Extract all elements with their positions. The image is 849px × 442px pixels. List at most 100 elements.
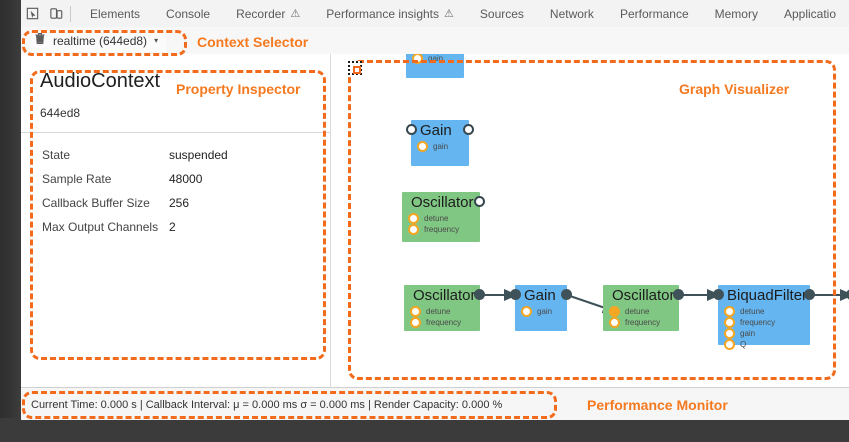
audio-node-output-port[interactable] <box>474 196 485 207</box>
audio-param-port-frequency[interactable] <box>408 224 419 235</box>
tab-application-label: Applicatio <box>783 6 837 21</box>
tab-recorder-label: Recorder <box>236 6 286 21</box>
property-value: 2 <box>169 220 176 234</box>
property-value: suspended <box>169 148 228 162</box>
audio-param-label: gain <box>428 54 444 63</box>
table-row: Max Output Channels 2 <box>42 216 228 238</box>
trash-icon[interactable] <box>34 32 46 50</box>
audio-node-input-port[interactable] <box>406 124 417 135</box>
tab-memory[interactable]: Memory <box>702 0 771 27</box>
inspect-element-icon[interactable] <box>21 1 45 27</box>
audio-param-port-frequency[interactable] <box>609 317 620 328</box>
tab-network[interactable]: Network <box>537 0 607 27</box>
audio-node-title: Oscillator <box>413 287 476 304</box>
property-value: 256 <box>169 196 190 210</box>
property-inspector: AudioContext 644ed8 State suspended Samp… <box>21 54 331 387</box>
tab-application[interactable]: Applicatio <box>771 0 849 27</box>
audio-param-port-detune[interactable] <box>724 306 735 317</box>
audio-param-label: Q <box>740 340 747 349</box>
tab-recorder-experiment-icon: ⚠ <box>290 8 301 20</box>
table-row: Callback Buffer Size 256 <box>42 192 228 214</box>
audio-param-port-detune[interactable] <box>410 306 421 317</box>
chevron-down-icon: ▾ <box>154 36 159 45</box>
audio-node-input-port[interactable] <box>510 289 521 300</box>
tab-performance-insights-experiment-icon: ⚠ <box>444 8 454 20</box>
property-key: Max Output Channels <box>42 220 159 234</box>
audio-node-title: Oscillator <box>612 287 675 304</box>
devtools-toolbar: Elements Console Recorder ⚠ Performance … <box>21 0 849 28</box>
device-toolbar-icon[interactable] <box>45 1 69 27</box>
audio-node-output-port[interactable] <box>463 124 474 135</box>
property-key: Sample Rate <box>42 172 112 186</box>
audio-node-gain-2[interactable]: Gain gain <box>406 120 474 166</box>
tab-recorder[interactable]: Recorder ⚠ <box>223 0 313 27</box>
panel-tabs: Elements Console Recorder ⚠ Performance … <box>77 0 849 27</box>
tab-sources-label: Sources <box>479 6 524 21</box>
property-inspector-divider <box>21 132 330 133</box>
tab-sources[interactable]: Sources <box>467 0 537 27</box>
audio-node-output-port[interactable] <box>561 289 572 300</box>
audio-node-input-port[interactable] <box>713 289 724 300</box>
audio-param-label: detune <box>426 307 451 316</box>
audio-param-label: gain <box>433 142 449 151</box>
tab-console-label: Console <box>166 6 211 21</box>
context-selector[interactable]: realtime (644ed8) ▾ <box>30 29 167 52</box>
audio-param-port-gain[interactable] <box>412 54 423 64</box>
tab-performance-insights-label: Performance insights <box>326 6 440 21</box>
audio-param-label: frequency <box>424 225 460 234</box>
audio-param-port-gain[interactable] <box>724 328 735 339</box>
tab-performance[interactable]: Performance <box>607 0 702 27</box>
audio-param-port-gain[interactable] <box>417 141 428 152</box>
devtools-window: Elements Console Recorder ⚠ Performance … <box>21 0 849 420</box>
audio-node-output-port[interactable] <box>673 289 684 300</box>
audio-param-label: gain <box>537 307 553 316</box>
audio-node-title: BiquadFilter <box>727 287 808 304</box>
audio-param-port-Q[interactable] <box>724 339 735 350</box>
webaudio-content: AudioContext 644ed8 State suspended Samp… <box>21 54 849 387</box>
audio-param-port-detune[interactable] <box>408 213 419 224</box>
audio-node-title: Oscillator <box>411 194 474 211</box>
property-inspector-title: AudioContext <box>40 70 161 92</box>
audio-param-label: detune <box>625 307 650 316</box>
context-selector-bar: realtime (644ed8) ▾ <box>21 27 849 55</box>
audio-param-label: frequency <box>426 318 462 327</box>
tab-performance-label: Performance <box>619 6 689 21</box>
tab-memory-label: Memory <box>714 6 758 21</box>
property-inspector-table: State suspended Sample Rate 48000 Callba… <box>40 142 230 240</box>
audio-node-output-port[interactable] <box>804 289 815 300</box>
audio-node-input-port[interactable] <box>846 289 849 300</box>
toolbar-divider <box>70 5 71 22</box>
audio-param-port-detune[interactable] <box>609 306 620 317</box>
audio-node-output-port[interactable] <box>474 289 485 300</box>
audio-node-title: Gain <box>524 287 556 304</box>
context-selector-value: realtime (644ed8) <box>53 33 148 48</box>
audio-node-osc-2[interactable]: Oscillator detune frequency <box>404 285 485 331</box>
tab-performance-insights[interactable]: Performance insights ⚠ <box>313 0 467 27</box>
audio-param-port-gain[interactable] <box>521 306 532 317</box>
tab-elements[interactable]: Elements <box>77 0 153 27</box>
resize-handle[interactable] <box>348 61 362 75</box>
performance-monitor: Current Time: 0.000 s | Callback Interva… <box>21 387 849 420</box>
context-selector-annotation: Context Selector <box>197 34 309 50</box>
audio-node-title: Gain <box>420 122 452 139</box>
audio-param-port-frequency[interactable] <box>724 317 735 328</box>
property-inspector-annotation: Property Inspector <box>176 81 301 97</box>
graph-visualizer-annotation: Graph Visualizer <box>679 81 790 97</box>
audio-node-osc-3[interactable]: Oscillator detune frequency <box>603 285 684 331</box>
audio-param-label: gain <box>740 329 756 338</box>
audio-param-label: frequency <box>625 318 661 327</box>
property-value: 48000 <box>169 172 203 186</box>
performance-monitor-text: Current Time: 0.000 s | Callback Interva… <box>31 398 503 411</box>
audio-param-port-frequency[interactable] <box>410 317 421 328</box>
property-key: Callback Buffer Size <box>42 196 150 210</box>
property-key: State <box>42 148 71 162</box>
graph-visualizer[interactable]: GaingainGaingainOscillatordetunefrequenc… <box>331 54 849 387</box>
graph-canvas[interactable]: GaingainGaingainOscillatordetunefrequenc… <box>331 54 849 387</box>
tab-elements-label: Elements <box>90 6 141 21</box>
tab-console[interactable]: Console <box>153 0 223 27</box>
audio-param-label: detune <box>740 307 765 316</box>
audio-node-gain-3[interactable]: Gain gain <box>510 285 572 331</box>
